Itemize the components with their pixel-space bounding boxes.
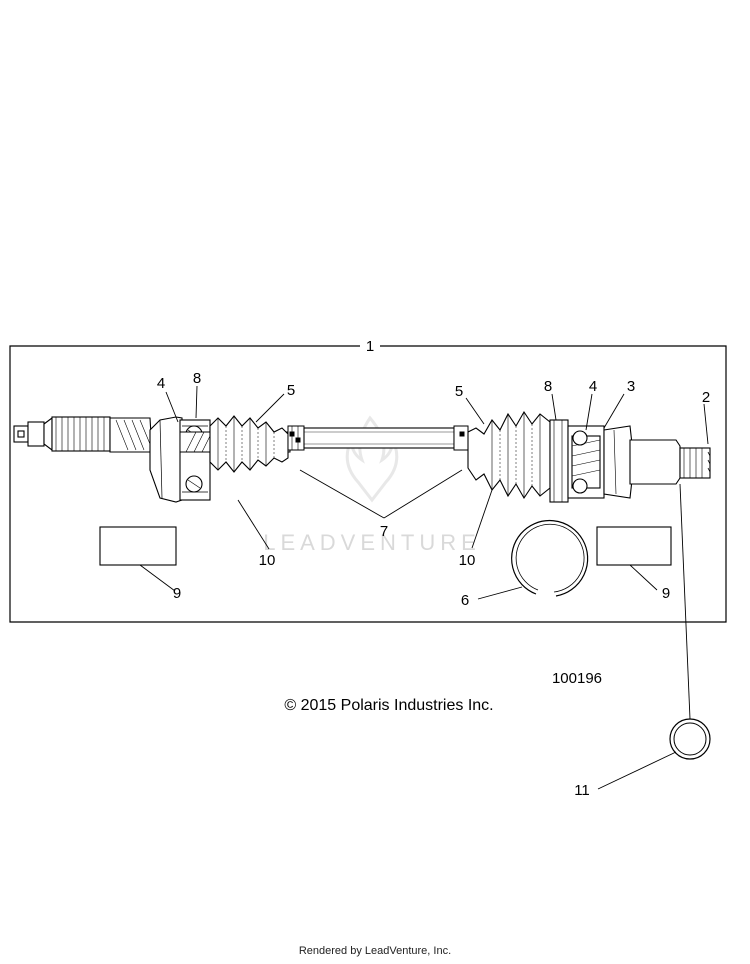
callout-7: 7 [380,523,388,540]
callout-8-right: 8 [544,378,552,395]
right-cv-boot [467,410,551,500]
callout-2: 2 [702,389,710,406]
leader-lines [139,385,709,790]
callout-10-right: 10 [459,552,476,569]
callout-labels: 1 4 8 5 5 8 4 3 2 7 10 10 9 9 6 11 10019… [157,338,710,799]
right-spline-stub [629,439,711,485]
retaining-ring [511,519,589,597]
callout-4-left: 4 [157,375,165,392]
callout-8-left: 8 [193,370,201,387]
callout-11: 11 [574,782,590,799]
callout-5-right: 5 [455,383,463,400]
rendered-by-footer: Rendered by LeadVenture, Inc. [298,945,452,957]
figure-number: 100196 [552,670,602,687]
callout-6: 6 [461,592,469,609]
center-axle-shaft [303,427,455,449]
watermark-logo-icon [345,415,399,503]
callout-10-left: 10 [259,552,276,569]
right-cv-joint [549,419,635,503]
callout-3: 3 [627,378,635,395]
right-shaft-collar [453,425,469,451]
callout-9-left: 9 [173,585,181,602]
left-boot-clamp-band [99,526,177,566]
watermark-text: LEADVENTURE [263,530,481,555]
callout-9-right: 9 [662,585,670,602]
callout-1: 1 [366,338,374,355]
left-cv-boot [209,415,289,473]
callout-5-left: 5 [287,382,295,399]
left-spline-stub [13,416,153,453]
callout-4-right: 4 [589,378,597,395]
copyright-notice: © 2015 Polaris Industries Inc. [284,697,493,714]
left-cv-joint-housing [149,416,211,503]
o-ring [669,718,711,760]
kit-outline-box [9,345,727,623]
right-boot-clamp-band [596,526,672,566]
left-shaft-collar [287,425,305,451]
